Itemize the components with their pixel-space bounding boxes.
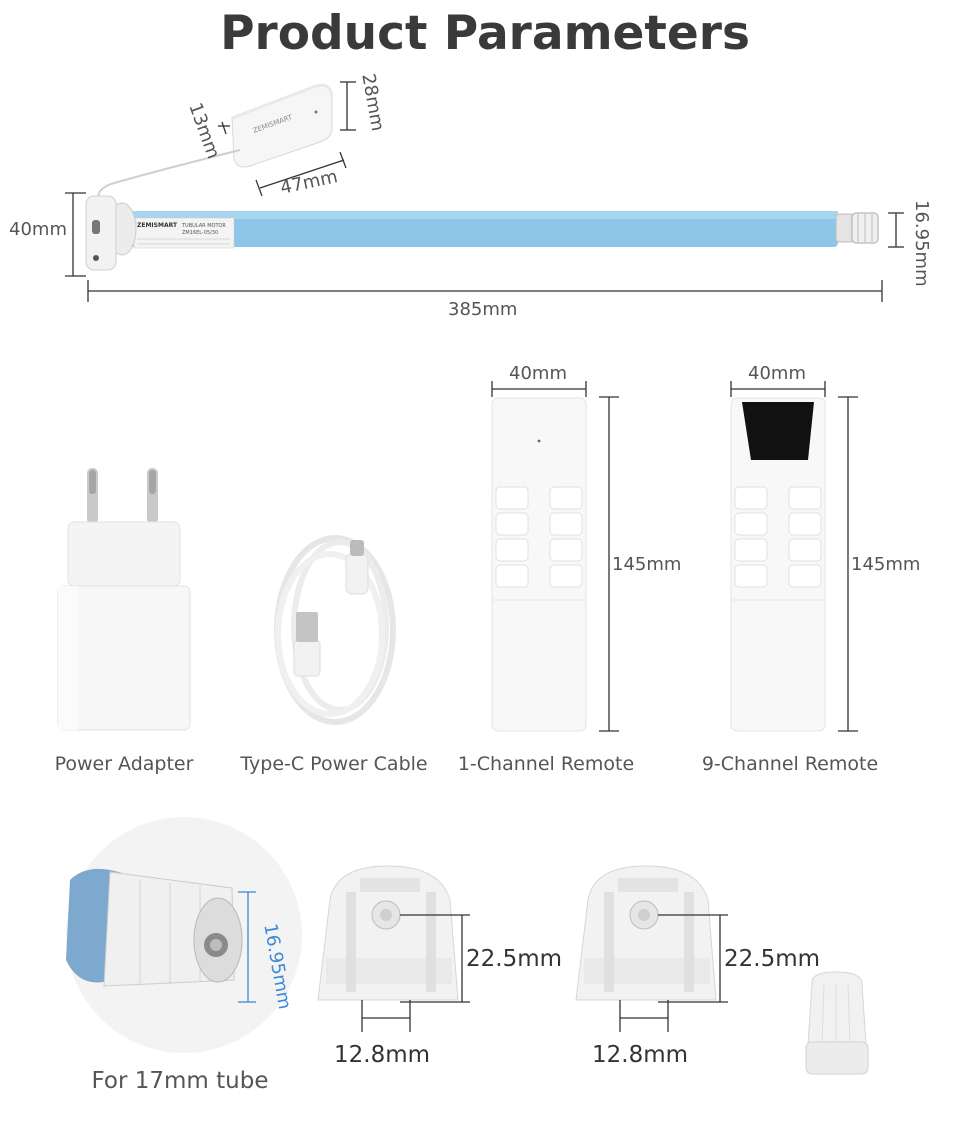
- remote-9-height-label: 145mm: [851, 554, 921, 575]
- motor-length-label: 385mm: [448, 299, 518, 320]
- svg-text:ZEMISMART: ZEMISMART: [137, 222, 178, 229]
- svg-text:TUBULAR MOTOR: TUBULAR MOTOR: [181, 223, 226, 229]
- end-cap-image: [805, 971, 869, 1075]
- motor-dimension-lines: [65, 81, 904, 302]
- remote-dimension-lines: [491, 381, 858, 732]
- bracket-1-width-label: 12.8mm: [334, 1042, 431, 1068]
- remote-9-channel-image: [730, 397, 826, 732]
- motor-height-label: 40mm: [9, 219, 67, 240]
- tube-end-closeup: [66, 817, 302, 1053]
- power-adapter-caption: Power Adapter: [54, 753, 194, 775]
- remote-9-caption: 9-Channel Remote: [701, 753, 879, 775]
- svg-text:ZM16EL-05/30: ZM16EL-05/30: [182, 230, 218, 236]
- tubular-motor: ZEMISMART TUBULAR MOTOR ZM16EL-05/30: [85, 195, 879, 271]
- page-title: Product Parameters: [220, 6, 750, 61]
- power-adapter-image: [57, 468, 191, 731]
- remote-1-channel-image: [491, 397, 587, 732]
- bracket-2-height-label: 22.5mm: [724, 946, 821, 972]
- receiver-cable: [97, 149, 241, 197]
- bracket-1-image: [317, 865, 459, 1001]
- tube-caption: For 17mm tube: [91, 1068, 269, 1094]
- remote-1-caption: 1-Channel Remote: [457, 753, 635, 775]
- motor-illustration: ZEMISMART ZEMISMART TUBULAR MOTOR ZM16EL…: [65, 81, 904, 302]
- bracket-2-image: [575, 865, 717, 1001]
- bracket-2-width-label: 12.8mm: [592, 1042, 689, 1068]
- type-c-cable-image: [274, 535, 396, 725]
- accessories-illustration: [57, 381, 858, 732]
- remote-1-height-label: 145mm: [612, 554, 682, 575]
- bracket-dimension-lines: [361, 914, 728, 1032]
- bracket-1-height-label: 22.5mm: [466, 946, 563, 972]
- cable-caption: Type-C Power Cable: [240, 753, 428, 775]
- receiver-box: ZEMISMART: [231, 83, 334, 168]
- remote-1-width-label: 40mm: [509, 363, 567, 384]
- remote-9-width-label: 40mm: [748, 363, 806, 384]
